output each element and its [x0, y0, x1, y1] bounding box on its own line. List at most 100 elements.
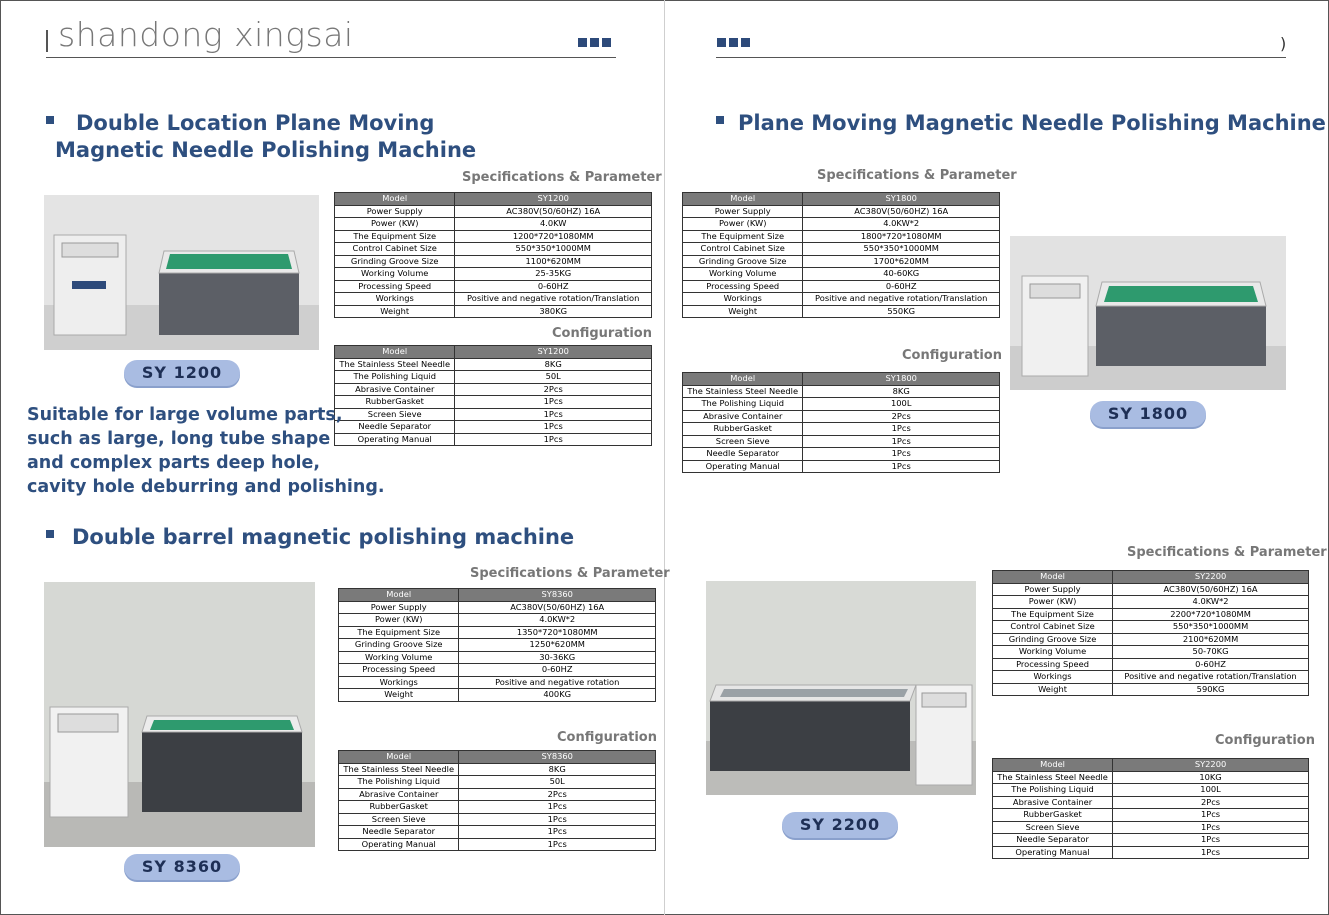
- param-value-cell: 1Pcs: [458, 837, 656, 851]
- param-value-cell: 380KG: [454, 304, 652, 318]
- table-row: Power (KW)4.0KW: [333, 217, 652, 231]
- param-value-cell: 1Pcs: [802, 459, 1000, 473]
- brand-bar: [46, 30, 48, 52]
- param-name-cell: Control Cabinet Size: [991, 620, 1114, 634]
- sy1200-model-badge: SY 1200: [124, 360, 240, 386]
- param-value-cell: SY1200: [454, 192, 652, 206]
- param-name-cell: Weight: [681, 304, 804, 318]
- param-value-cell: Positive and negative rotation/Translati…: [802, 292, 1000, 306]
- sy1200-title: Double Location Plane Moving Magnetic Ne…: [46, 110, 476, 164]
- param-value-cell: SY2200: [1112, 570, 1309, 584]
- sy8360-model-badge: SY 8360: [124, 854, 240, 880]
- sy1800-photo: [1010, 236, 1286, 390]
- param-name-cell: Model: [337, 750, 460, 764]
- sy8360-spec-label: Specifications & Parameter: [470, 566, 670, 581]
- param-name-cell: Operating Manual: [681, 459, 804, 473]
- param-value-cell: 2Pcs: [458, 787, 656, 801]
- param-name-cell: Grinding Groove Size: [991, 632, 1114, 646]
- param-value-cell: 25-35KG: [454, 267, 652, 281]
- param-name-cell: Model: [333, 345, 456, 359]
- param-value-cell: 2Pcs: [454, 382, 652, 396]
- param-value-cell: AC380V(50/60HZ) 16A: [454, 204, 652, 218]
- sy1800-config-label: Configuration: [902, 348, 1002, 363]
- param-name-cell: Processing Speed: [681, 279, 804, 293]
- param-name-cell: Model: [991, 758, 1114, 772]
- param-value-cell: 550*350*1000MM: [802, 242, 1000, 256]
- param-name-cell: The Equipment Size: [991, 607, 1114, 621]
- param-name-cell: The Stainless Steel Needle: [681, 384, 804, 398]
- param-value-cell: 1Pcs: [802, 434, 1000, 448]
- param-name-cell: Power (KW): [681, 217, 804, 231]
- sy8360-photo: [44, 582, 315, 847]
- table-row: Power (KW)4.0KW*2: [991, 595, 1309, 609]
- param-value-cell: 100L: [1112, 783, 1309, 797]
- param-value-cell: 0-60HZ: [1112, 657, 1309, 671]
- param-name-cell: Power Supply: [337, 600, 460, 614]
- param-value-cell: 550KG: [802, 304, 1000, 318]
- sy2200-config-label: Configuration: [1215, 733, 1315, 748]
- param-value-cell: 40-60KG: [802, 267, 1000, 281]
- param-name-cell: The Stainless Steel Needle: [333, 357, 456, 371]
- param-name-cell: The Equipment Size: [333, 229, 456, 243]
- sy1800-model-badge: SY 1800: [1090, 401, 1206, 427]
- param-value-cell: 2Pcs: [802, 409, 1000, 423]
- param-name-cell: Power (KW): [337, 613, 460, 627]
- page-gutter: [664, 0, 665, 915]
- param-name-cell: Workings: [991, 670, 1114, 684]
- param-value-cell: SY1800: [802, 372, 1000, 386]
- param-name-cell: Workings: [681, 292, 804, 306]
- param-value-cell: 2200*720*1080MM: [1112, 607, 1309, 621]
- param-value-cell: AC380V(50/60HZ) 16A: [1112, 582, 1309, 596]
- param-value-cell: 1Pcs: [458, 812, 656, 826]
- param-name-cell: Weight: [333, 304, 456, 318]
- param-value-cell: 1700*620MM: [802, 254, 1000, 268]
- param-name-cell: Needle Separator: [681, 447, 804, 461]
- param-value-cell: 50L: [454, 370, 652, 384]
- param-value-cell: 2100*620MM: [1112, 632, 1309, 646]
- param-name-cell: Screen Sieve: [991, 820, 1114, 834]
- sy1200-photo: [44, 195, 319, 350]
- param-value-cell: 50L: [458, 775, 656, 789]
- param-name-cell: Model: [991, 570, 1114, 584]
- description-line: cavity hole deburring and polishing.: [27, 477, 385, 497]
- param-value-cell: 400KG: [458, 688, 656, 702]
- param-name-cell: The Stainless Steel Needle: [991, 770, 1114, 784]
- param-name-cell: Screen Sieve: [681, 434, 804, 448]
- param-name-cell: Model: [681, 192, 804, 206]
- param-name-cell: Weight: [337, 688, 460, 702]
- sy8360-config-label: Configuration: [557, 730, 657, 745]
- param-value-cell: 590KG: [1112, 682, 1309, 696]
- param-name-cell: Model: [333, 192, 456, 206]
- param-value-cell: 4.0KW*2: [458, 613, 656, 627]
- param-value-cell: 0-60HZ: [458, 663, 656, 677]
- param-name-cell: Power Supply: [991, 582, 1114, 596]
- param-name-cell: Operating Manual: [991, 845, 1114, 859]
